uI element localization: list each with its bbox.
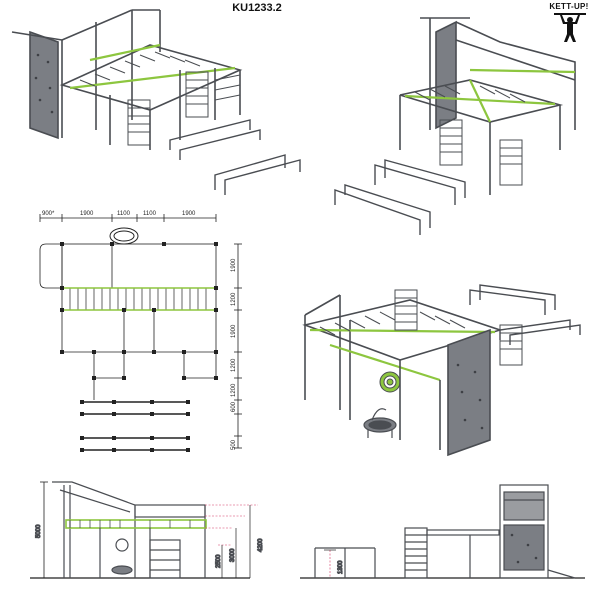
target-board (379, 371, 401, 393)
plan-dim-side-4: 1200 (231, 383, 237, 397)
elevation-view-right: 1300 (300, 484, 585, 579)
elevation-left-dim-1: 2500 (216, 554, 222, 568)
plan-dim-side-2: 1900 (231, 324, 237, 338)
brand-name: KETT-UP! (549, 2, 589, 11)
elevation-left-dim-0: 5000 (36, 524, 42, 538)
elevation-view-left: 5000 2500 3000 4200 (30, 481, 265, 579)
plan-view: 900* 1900 1100 1100 1900 1900 1200 1900 … (39, 211, 242, 452)
plan-dim-side-0: 1900 (231, 258, 237, 272)
brand-logo-figure (554, 13, 586, 42)
product-code: KU1233.2 (232, 2, 282, 14)
isometric-view-top-left (11, 9, 301, 195)
plan-dim-top-4: 1900 (182, 211, 196, 217)
climbing-wall-panel-middle (447, 328, 491, 457)
plan-dim-side-1: 1200 (231, 292, 237, 306)
isometric-view-top-right (334, 17, 576, 235)
plan-dim-top-0: 900* (42, 211, 55, 217)
climbing-wall-panel-right (435, 20, 457, 130)
plan-dim-top-2: 1100 (117, 211, 131, 217)
trampoline-plan (109, 227, 139, 245)
trampoline-elevation (111, 565, 133, 575)
elevation-left-dim-3: 4200 (258, 538, 264, 552)
plan-dim-top-3: 1100 (143, 211, 157, 217)
plan-dim-side-6: 500 (231, 439, 237, 450)
plan-dim-side-5: 600 (231, 401, 237, 412)
elevation-left-dim-2: 3000 (230, 548, 236, 562)
climbing-wall-panel (29, 30, 59, 140)
trampoline-iso (363, 408, 397, 438)
isometric-view-middle-right (302, 284, 581, 457)
elevation-right-dim-0: 1300 (338, 560, 344, 574)
climbing-wall-panel-elevation (503, 524, 545, 571)
plan-dim-side-3: 1200 (231, 358, 237, 372)
plan-dim-top-1: 1900 (80, 211, 94, 217)
